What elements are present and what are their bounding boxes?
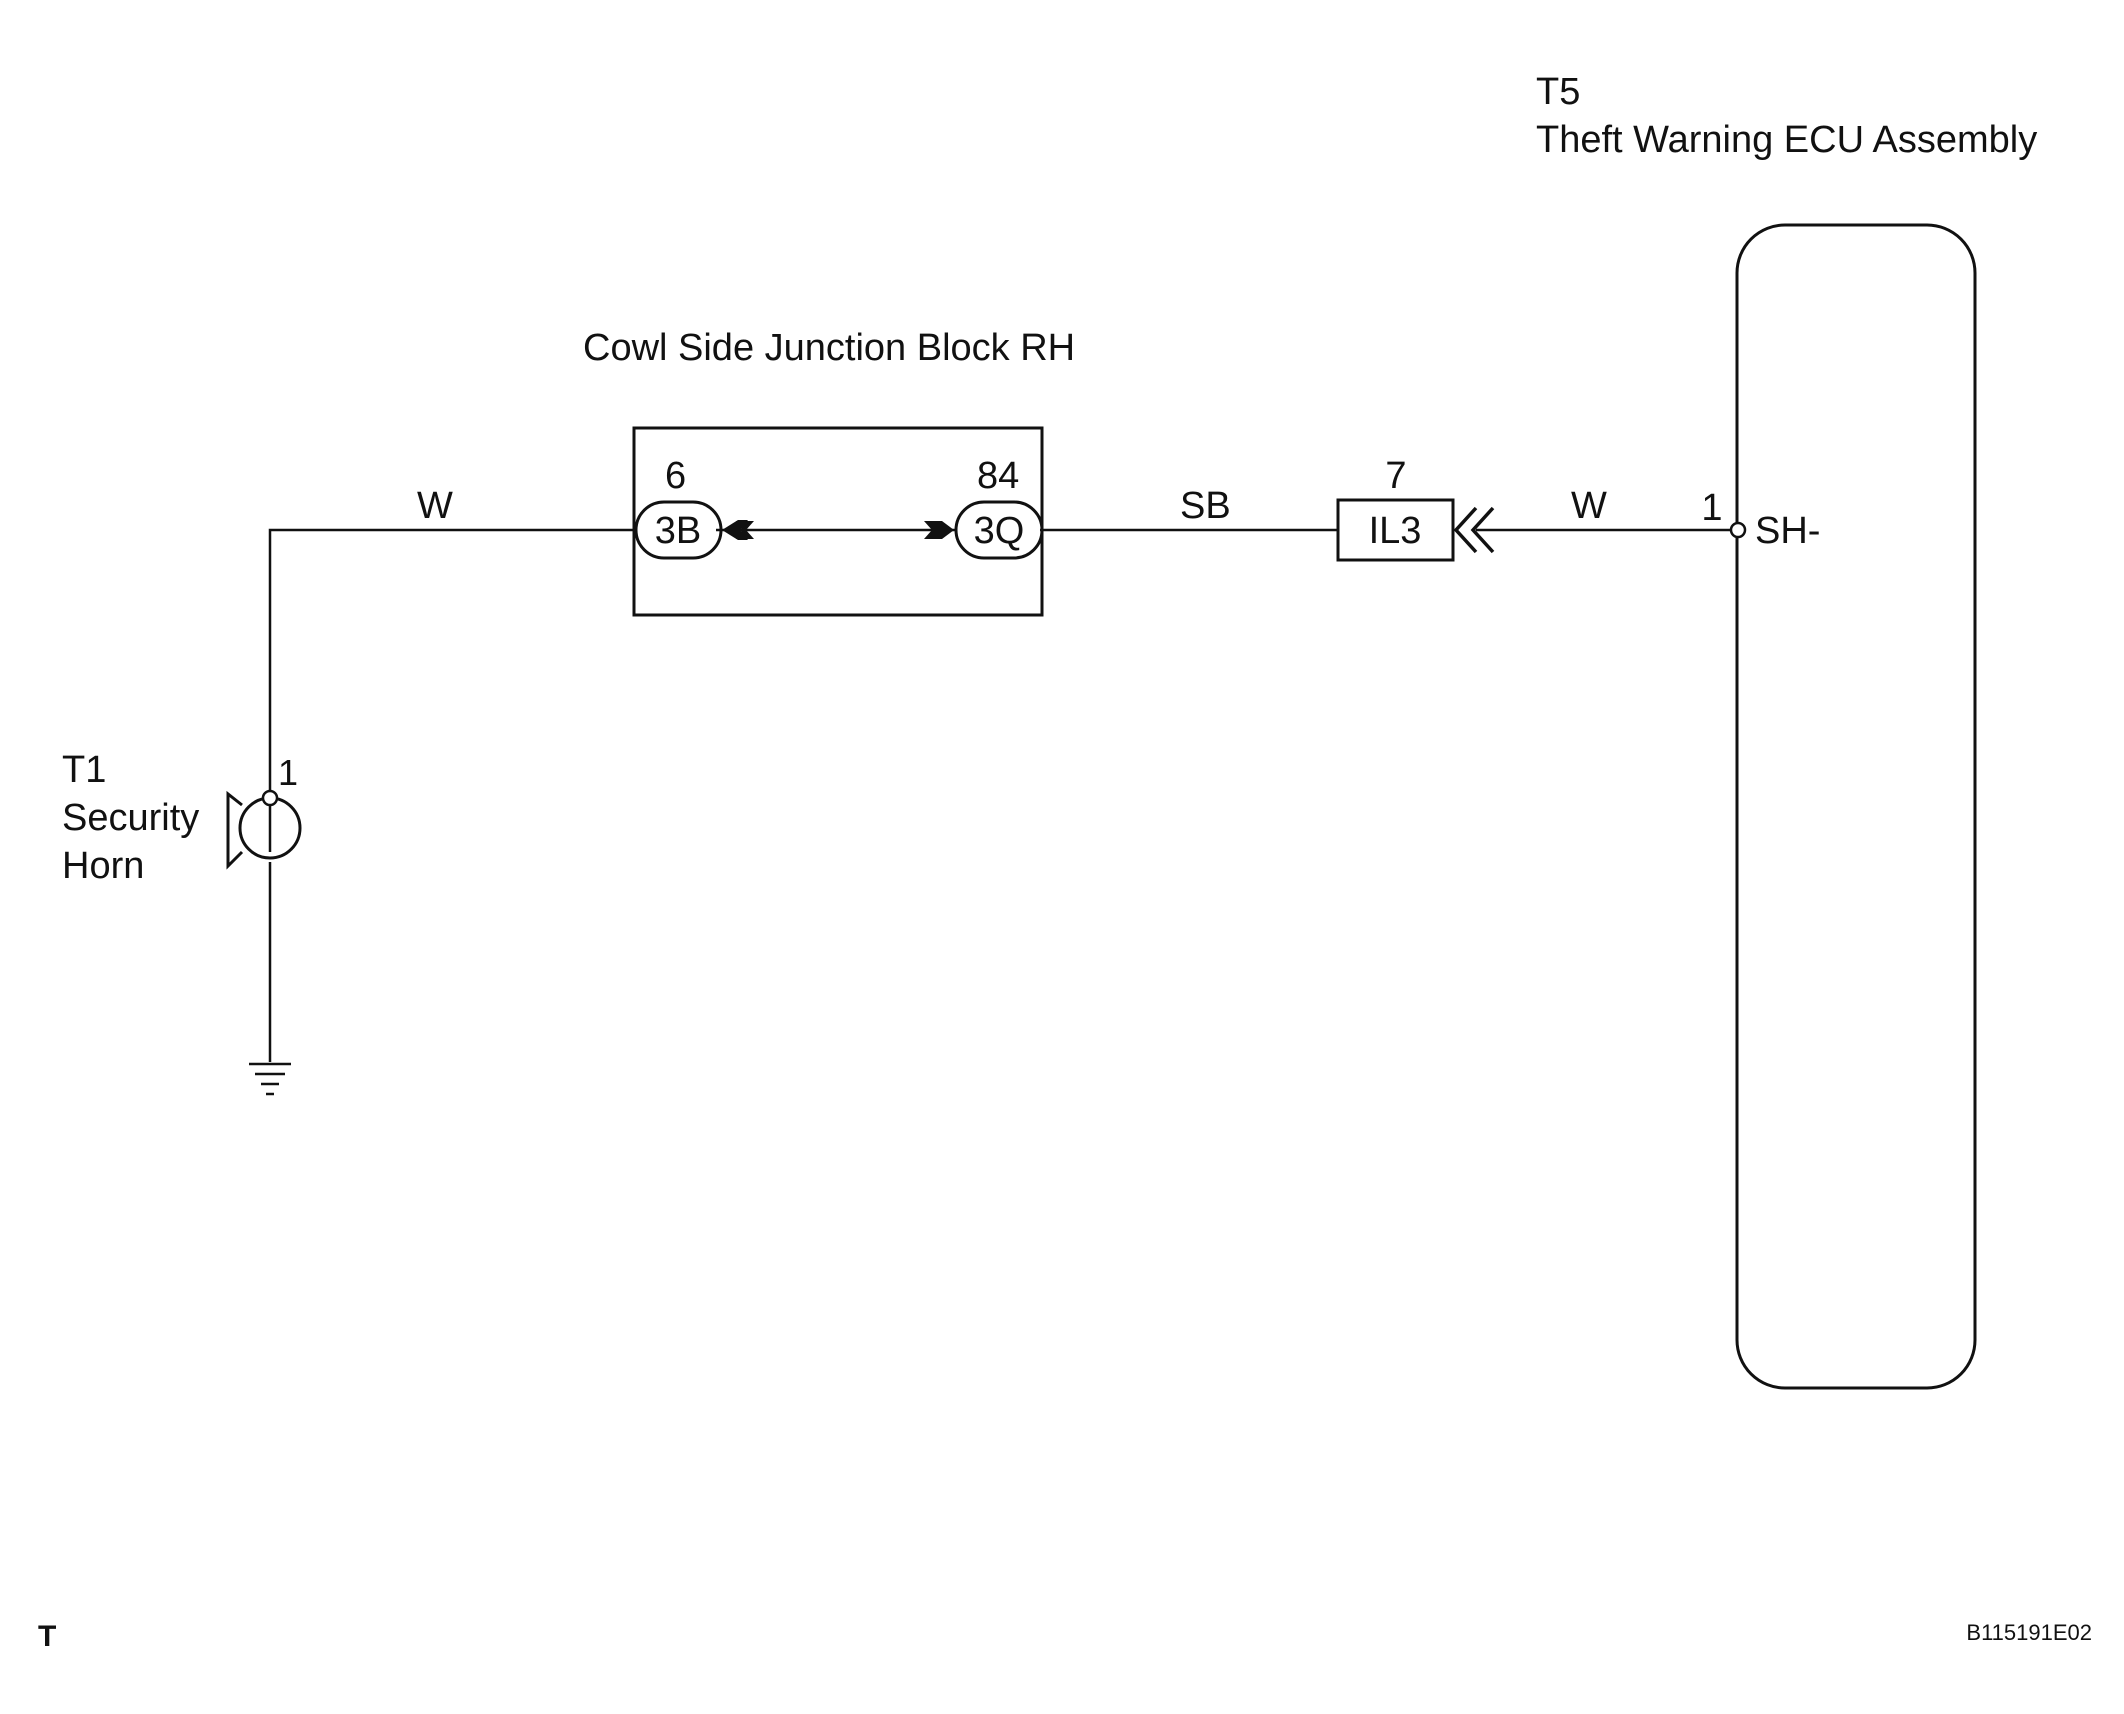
wire-color-horn-junction: W (417, 485, 453, 527)
junction-right-pin: 84 (977, 455, 1019, 497)
horn-icon (226, 790, 302, 870)
wire-horn-to-junction (268, 528, 636, 852)
corner-mark: T (38, 1620, 56, 1653)
connector-3q-arrow-icon (924, 521, 954, 539)
wire-color-junction-inline: SB (1180, 485, 1231, 527)
inline-connector-box (1336, 498, 1455, 562)
inline-chevron-icon (1453, 506, 1478, 554)
inline-pin: 7 (1385, 455, 1406, 497)
ground-icon (249, 1062, 291, 1096)
junction-block-name: Cowl Side Junction Block RH (583, 327, 1075, 369)
ecu-id: T5 (1536, 71, 1580, 113)
inline-chevron-icon-2 (1470, 506, 1495, 554)
ecu-pin-terminal (1729, 521, 1747, 539)
ecu-pin-number: 1 (1701, 487, 1722, 529)
figure-code: B115191E02 (1966, 1620, 2092, 1645)
connector-3q (954, 500, 1044, 560)
connector-3q-code: 3Q (974, 510, 1025, 552)
horn-name-line2: Horn (62, 845, 144, 887)
horn-pin-number: 1 (278, 752, 298, 793)
inline-connector-code: IL3 (1369, 510, 1422, 552)
horn-id: T1 (62, 749, 106, 791)
wire-color-inline-ecu: W (1571, 485, 1607, 527)
junction-left-pin: 6 (665, 455, 686, 497)
ecu-body (1735, 223, 1977, 1390)
connector-3b-arrow-tail (736, 521, 754, 539)
connector-3b-code: 3B (655, 510, 701, 552)
horn-pin-terminal (261, 789, 279, 807)
connector-3b (634, 500, 723, 560)
ecu-name: Theft Warning ECU Assembly (1536, 119, 2037, 161)
ecu-pin-name: SH- (1755, 510, 1820, 552)
horn-name-line1: Security (62, 797, 199, 839)
